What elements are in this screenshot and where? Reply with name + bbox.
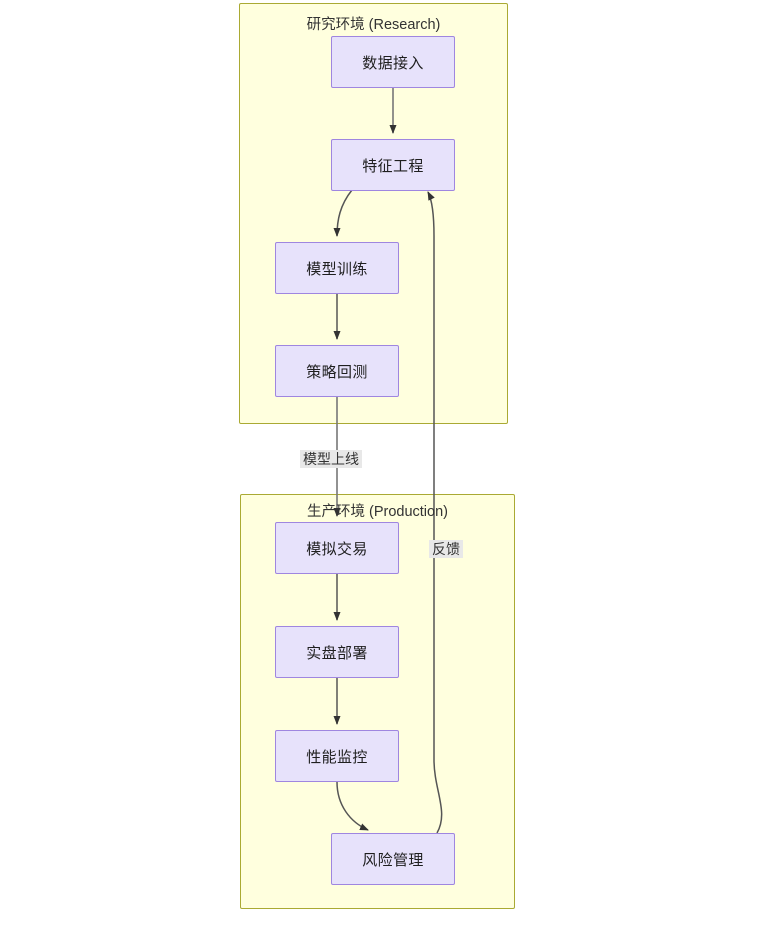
edge-label-feedback: 反馈 <box>429 540 463 559</box>
cluster-label-research: 研究环境 (Research) <box>306 17 441 33</box>
cluster-label-production: 生产环境 (Production) <box>306 504 448 520</box>
edge-label-model-deploy: 模型上线 <box>300 450 362 469</box>
node-paper-trade[interactable]: 模拟交易 <box>275 522 399 574</box>
node-data-ingest[interactable]: 数据接入 <box>331 36 455 88</box>
node-model-train[interactable]: 模型训练 <box>275 242 399 294</box>
node-perf-monitor[interactable]: 性能监控 <box>275 730 399 782</box>
node-feature-eng[interactable]: 特征工程 <box>331 139 455 191</box>
node-risk-mgmt[interactable]: 风险管理 <box>331 833 455 885</box>
node-backtest[interactable]: 策略回测 <box>275 345 399 397</box>
node-live-deploy[interactable]: 实盘部署 <box>275 626 399 678</box>
